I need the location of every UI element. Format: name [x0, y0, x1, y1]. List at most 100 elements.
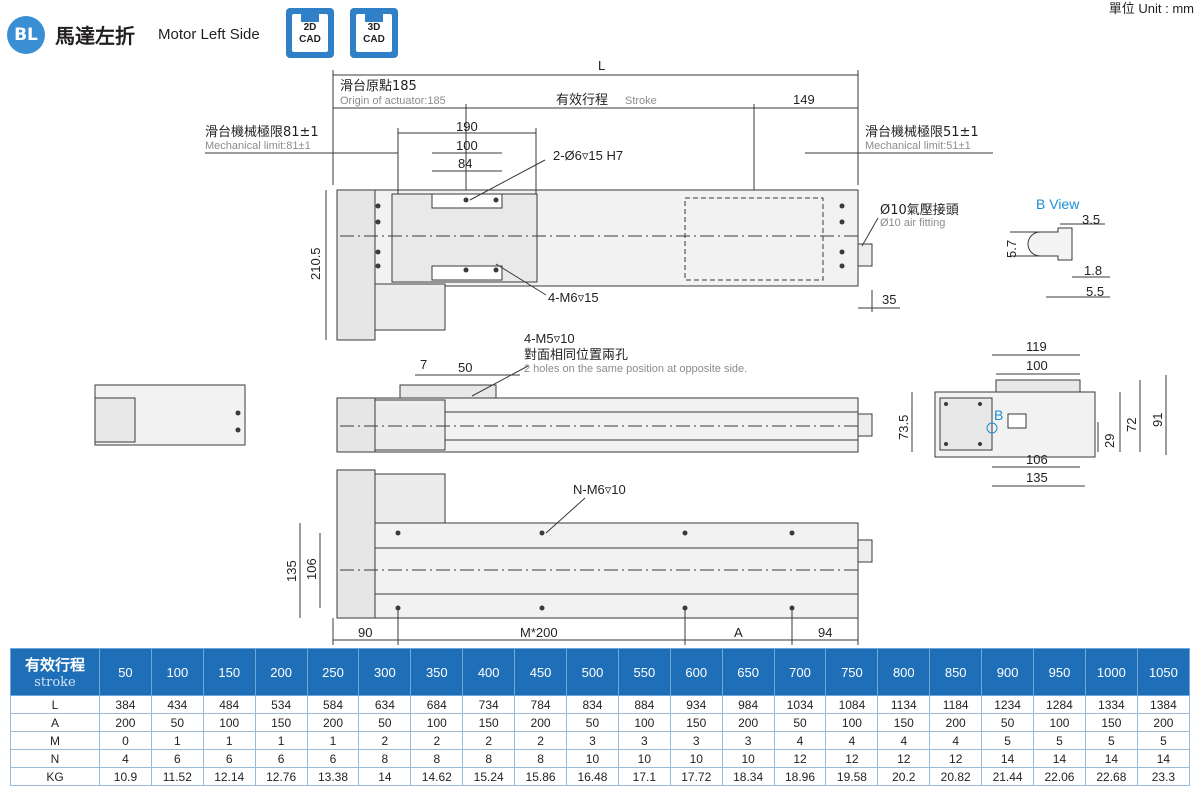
stroke-column-header: 400: [462, 648, 516, 696]
stroke-column-header: 1000: [1084, 648, 1138, 696]
table-cell: 8: [514, 749, 568, 768]
table-cell: 434: [150, 695, 204, 714]
stroke-column-header: 800: [877, 648, 931, 696]
table-cell: 200: [929, 713, 983, 732]
table-cell: 150: [1084, 713, 1138, 732]
table-cell: 6: [306, 749, 360, 768]
nm6-label: N-M6▿10: [573, 482, 626, 497]
table-cell: 8: [358, 749, 412, 768]
row-label: KG: [10, 767, 100, 786]
motor-body: [374, 283, 446, 331]
stroke-label-en: Stroke: [625, 95, 657, 107]
table-cell: 150: [669, 713, 723, 732]
table-cell: 10.9: [99, 767, 152, 786]
table-cell: 100: [1033, 713, 1086, 732]
stroke-header-zh: 有效行程: [24, 656, 85, 674]
table-cell: 5: [1033, 731, 1086, 750]
model-badge: BL: [7, 16, 45, 54]
table-cell: 984: [721, 695, 775, 714]
table-cell: 21.44: [981, 767, 1035, 786]
table-cell: 4: [99, 749, 152, 768]
table-cell: 4: [825, 731, 879, 750]
table-cell: 50: [773, 713, 827, 732]
table-cell: 734: [462, 695, 516, 714]
mech-right-zh: 滑台機械極限51±1: [865, 124, 979, 140]
table-cell: 17.72: [669, 767, 723, 786]
table-cell: 10: [721, 749, 775, 768]
dim-149: 149: [793, 92, 815, 107]
title-chinese: 馬達左折: [55, 24, 135, 48]
table-cell: 11.52: [150, 767, 204, 786]
table-cell: 534: [254, 695, 308, 714]
table-cell: 150: [462, 713, 516, 732]
technical-drawing: L 滑台原點185 Origin of actuator:185 有效行程 St…: [94, 58, 1167, 645]
table-cell: 5: [981, 731, 1035, 750]
dim-29: 29: [1102, 434, 1117, 448]
table-cell: 1084: [825, 695, 879, 714]
dim-72: 72: [1124, 418, 1139, 432]
dim-7: 7: [420, 357, 427, 372]
table-cell: 684: [410, 695, 464, 714]
table-cell: 12.14: [202, 767, 256, 786]
mech-left-zh: 滑台機械極限81±1: [205, 124, 319, 140]
table-cell: 884: [617, 695, 671, 714]
stroke-column-header: 750: [825, 648, 879, 696]
table-cell: 1: [150, 731, 204, 750]
table-cell: 18.34: [721, 767, 775, 786]
dim-L: L: [598, 58, 605, 73]
table-cell: 1134: [877, 695, 931, 714]
dim-5-7: 5.7: [1004, 240, 1019, 258]
table-cell: 200: [514, 713, 568, 732]
dim-84: 84: [458, 156, 472, 171]
table-cell: 18.96: [773, 767, 827, 786]
stroke-header: 有效行程 stroke: [10, 648, 100, 696]
table-cell: 5: [1136, 731, 1191, 750]
table-cell: 100: [202, 713, 256, 732]
stroke-column-header: 350: [410, 648, 464, 696]
origin-label-en: Origin of actuator:185: [340, 95, 446, 107]
stroke-column-header: 500: [566, 648, 619, 696]
table-cell: 12: [929, 749, 983, 768]
dim-m200: M*200: [520, 625, 558, 640]
dim-119: 119: [1026, 339, 1047, 354]
table-cell: 14: [1136, 749, 1191, 768]
table-cell: 15.24: [462, 767, 516, 786]
table-cell: 4: [773, 731, 827, 750]
table-cell: 100: [410, 713, 464, 732]
table-cell: 934: [669, 695, 723, 714]
table-cell: 3: [669, 731, 723, 750]
table-cell: 15.86: [514, 767, 568, 786]
b-marker-label: B: [994, 407, 1003, 423]
table-cell: 50: [358, 713, 412, 732]
stroke-label-zh: 有效行程: [556, 93, 608, 108]
table-cell: 12: [825, 749, 879, 768]
table-cell: 16.48: [566, 767, 619, 786]
table-cell: 14: [1033, 749, 1086, 768]
row-label: A: [10, 713, 100, 732]
dim-3-5: 3.5: [1082, 212, 1100, 227]
table-cell: 4: [877, 731, 931, 750]
dim-A: A: [734, 625, 743, 640]
dim-100: 100: [456, 138, 478, 153]
stroke-column-header: 900: [981, 648, 1035, 696]
stroke-column-header: 250: [306, 648, 360, 696]
table-cell: 1384: [1136, 695, 1191, 714]
table-cell: 13.38: [306, 767, 360, 786]
table-cell: 14: [1084, 749, 1138, 768]
cad-2d-label-bottom: CAD: [299, 34, 321, 45]
dim-1-8: 1.8: [1084, 263, 1102, 278]
air-fitting-zh: Ø10氣壓接頭: [880, 202, 959, 218]
table-cell: 50: [981, 713, 1035, 732]
b-view-title: B View: [1036, 196, 1080, 212]
stroke-column-header: 950: [1033, 648, 1086, 696]
table-cell: 22.68: [1084, 767, 1138, 786]
m6-4-label: 4-M6▿15: [548, 290, 599, 305]
cad-2d-label-top: 2D: [303, 22, 317, 33]
dim-100-end: 100: [1026, 358, 1048, 373]
table-cell: 1284: [1033, 695, 1086, 714]
table-cell: 1334: [1084, 695, 1138, 714]
